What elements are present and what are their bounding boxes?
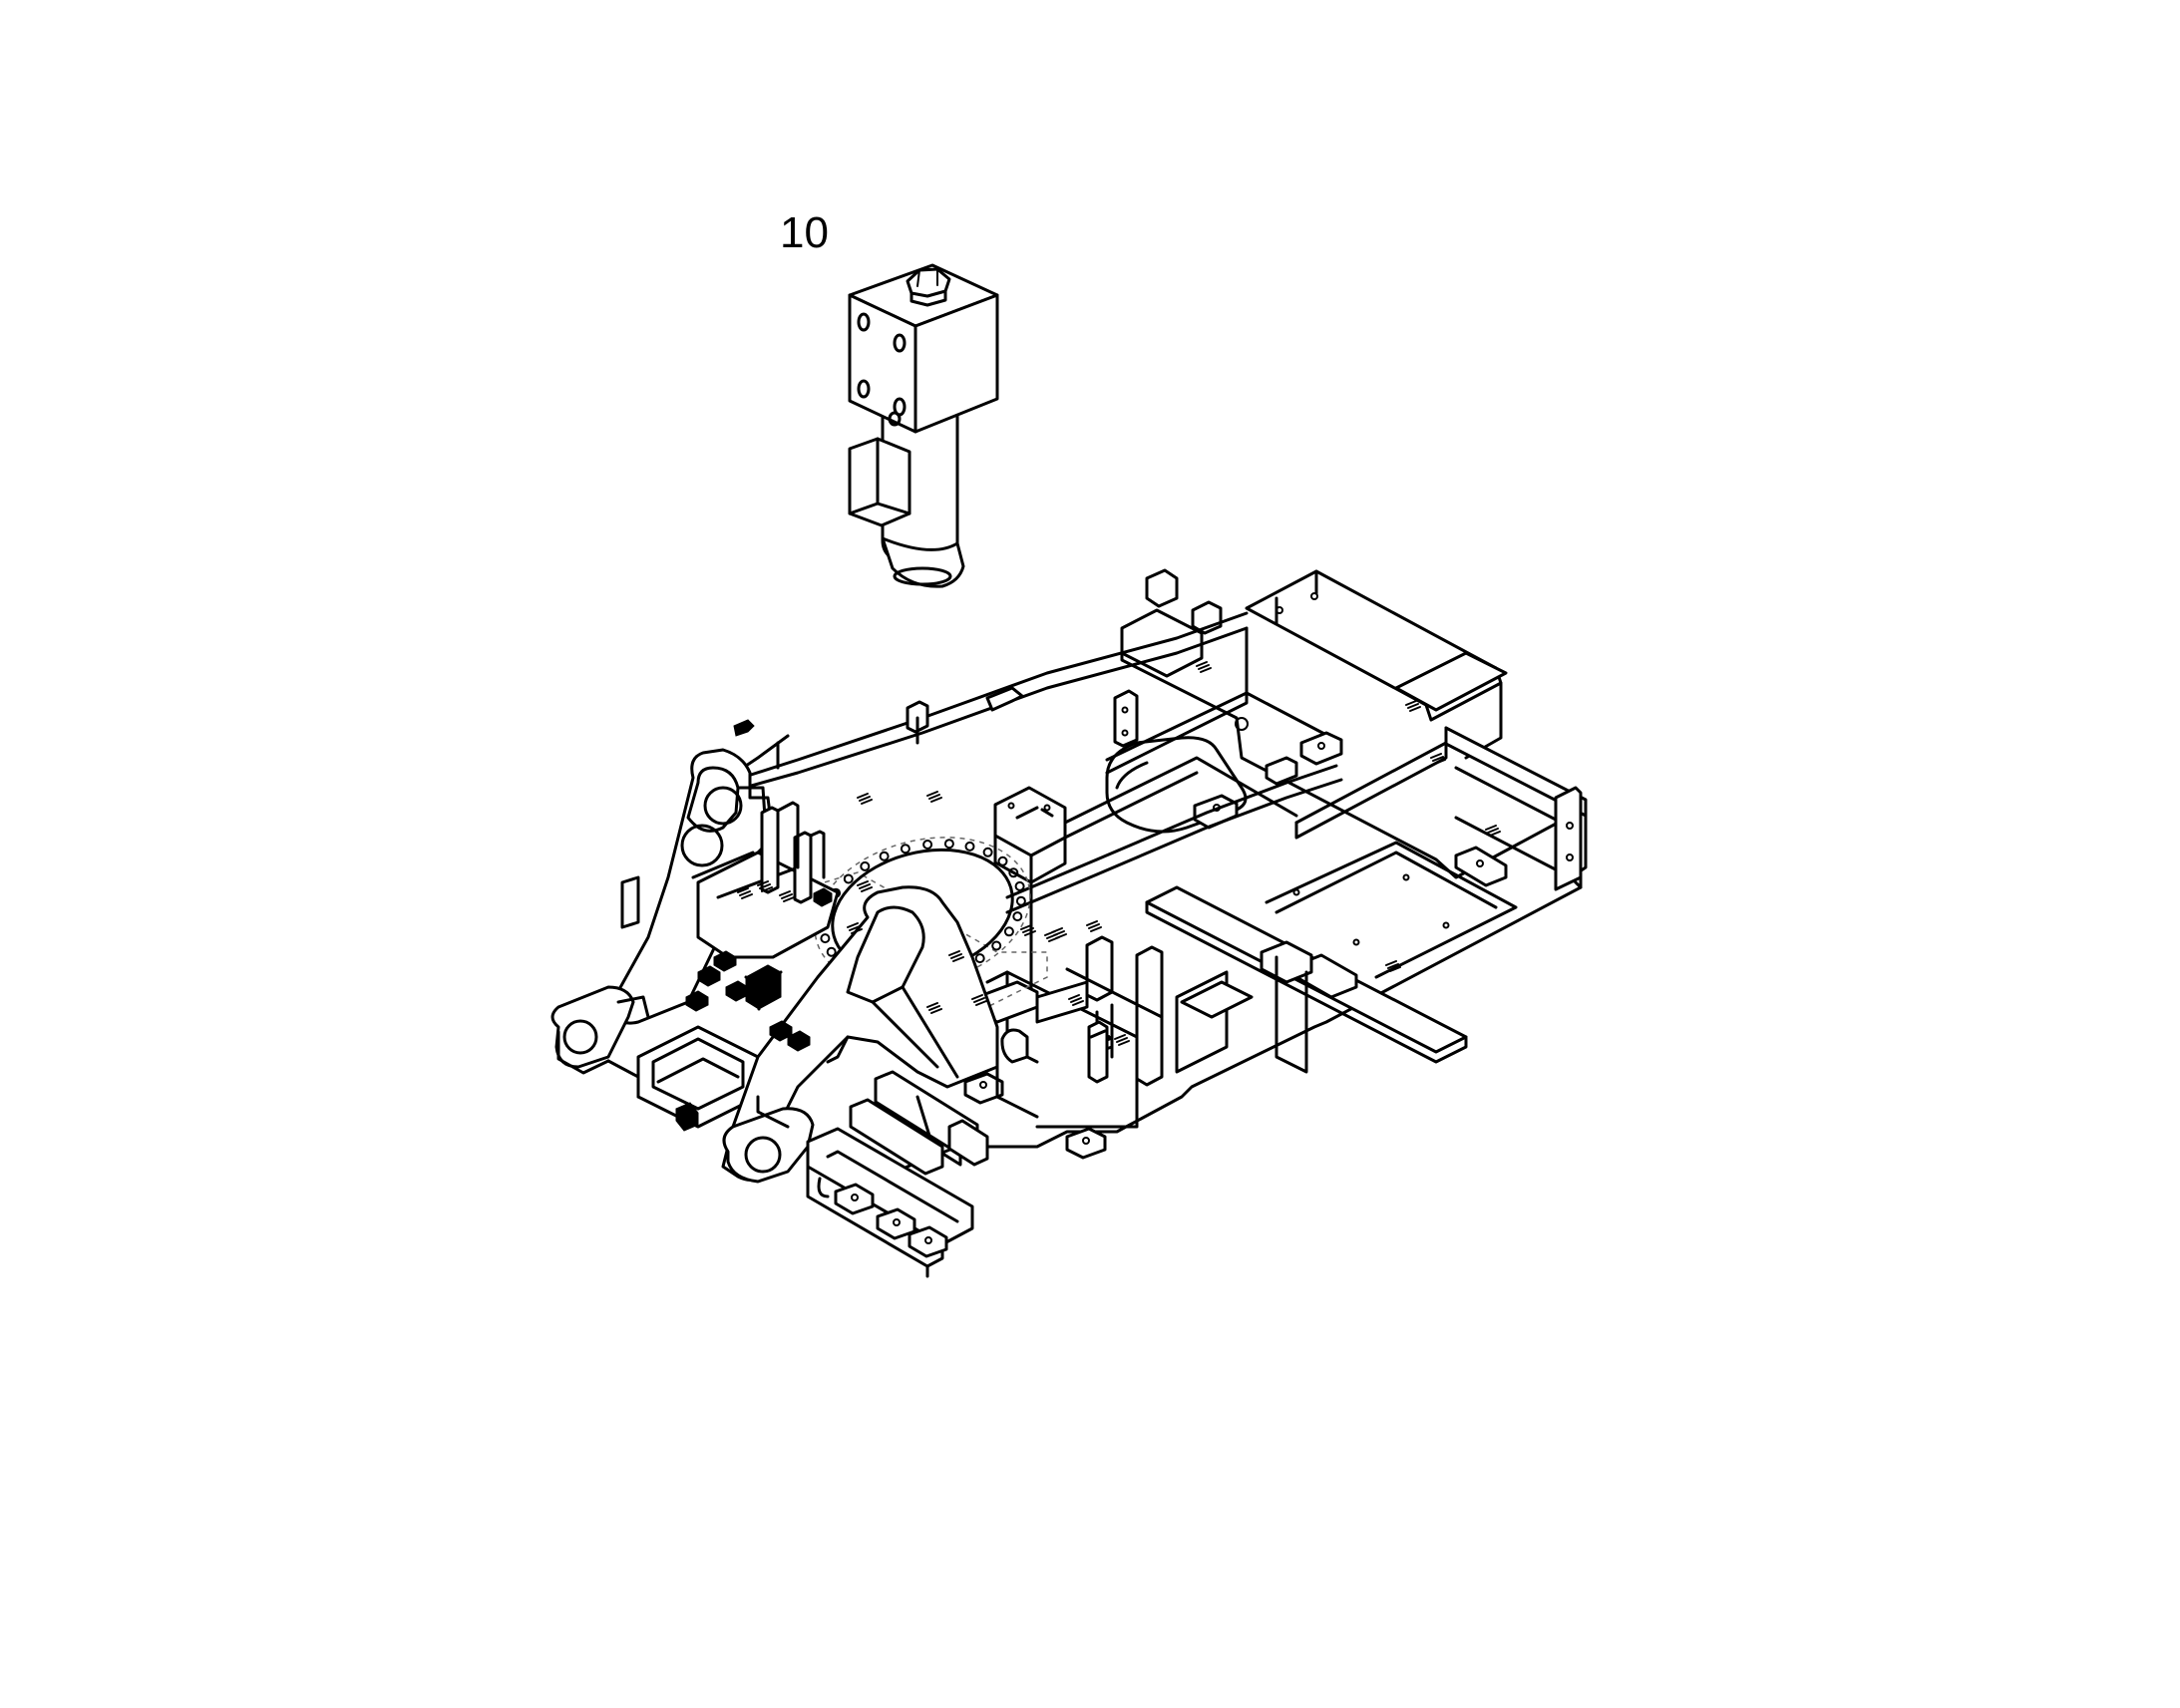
threaded-stud: [1430, 753, 1446, 765]
bolt-hole: [1015, 895, 1026, 906]
bolt-hole: [900, 844, 910, 854]
bolt-hole: [1008, 867, 1019, 878]
main-frame-assembly: [550, 568, 1588, 1278]
bolt-hole: [997, 855, 1008, 866]
threaded-stud: [779, 890, 795, 902]
bolt-hole: [860, 860, 871, 871]
threaded-stud: [757, 880, 773, 892]
bolt-hole: [991, 940, 1002, 951]
threaded-stud: [1051, 927, 1067, 939]
threaded-stud: [1196, 661, 1212, 673]
bolt-hole: [879, 851, 890, 861]
valve-block-part: [848, 263, 999, 588]
bolt-hole: [1014, 880, 1025, 891]
threaded-stud: [1485, 825, 1501, 837]
bolt-hole: [826, 946, 837, 957]
bolt-hole: [922, 840, 933, 850]
bolt-hole: [982, 847, 993, 857]
threaded-stud: [971, 994, 987, 1006]
bolt-hole: [943, 839, 954, 850]
threaded-stud: [857, 880, 873, 892]
threaded-stud: [926, 791, 942, 803]
bolt-hole: [820, 933, 831, 944]
threaded-stud: [847, 922, 863, 934]
threaded-stud: [1020, 924, 1036, 936]
bolt-hole: [843, 873, 854, 884]
threaded-stud: [1385, 960, 1401, 972]
callout-label-10: 10: [780, 208, 829, 257]
bolt-hole: [974, 953, 985, 964]
threaded-stud: [737, 887, 753, 899]
black-bushings: [675, 719, 833, 1132]
threaded-stud: [857, 793, 873, 805]
threaded-stud: [1086, 920, 1102, 932]
bolt-hole: [1012, 911, 1023, 922]
bolt-hole: [964, 841, 975, 852]
bolt-hole: [1003, 926, 1014, 937]
threaded-stud: [1405, 700, 1421, 712]
threaded-stud: [926, 1002, 942, 1014]
threaded-studs: [737, 661, 1501, 1046]
threaded-stud: [948, 950, 964, 962]
threaded-stud: [1114, 1034, 1130, 1046]
threaded-stud: [1068, 994, 1084, 1006]
